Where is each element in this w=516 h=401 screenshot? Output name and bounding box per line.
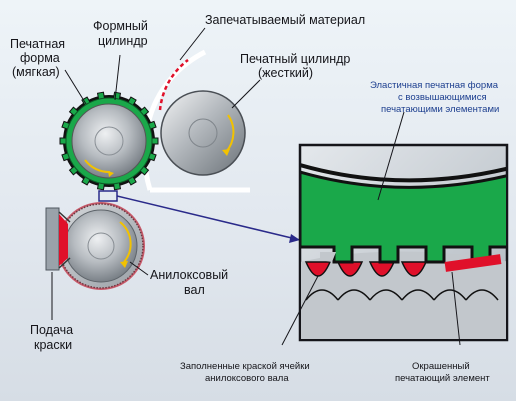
impression-cylinder bbox=[160, 90, 246, 176]
label-material: Запечатываемый материал bbox=[205, 13, 365, 27]
plate-tooth bbox=[59, 137, 67, 145]
anilox-roll bbox=[57, 202, 145, 290]
plate-tooth bbox=[151, 137, 159, 145]
label-elastic-form-2: с возвышающимися bbox=[398, 92, 487, 103]
label-ink-supply-2: краски bbox=[34, 338, 72, 352]
label-anilox-1: Анилоксовый bbox=[150, 268, 228, 282]
label-elastic-form-3: печатающими элементами bbox=[381, 104, 499, 115]
anilox-cell bbox=[304, 261, 332, 277]
label-soft-form-2: форма bbox=[20, 51, 60, 65]
label-plate-cylinder-2: цилиндр bbox=[98, 34, 148, 48]
label-impression-cylinder-2: (жесткий) bbox=[258, 66, 313, 80]
label-soft-form-3: (мягкая) bbox=[12, 65, 60, 79]
anilox-ridge bbox=[401, 289, 435, 301]
anilox-cell bbox=[336, 261, 364, 277]
anilox-ridge bbox=[465, 289, 499, 301]
label-filled-cells-2: анилоксового вала bbox=[205, 373, 289, 384]
anilox-ridge bbox=[337, 289, 371, 301]
label-filled-cells-1: Заполненные краской ячейки bbox=[180, 361, 310, 372]
anilox-ridge bbox=[433, 289, 467, 301]
plate-cylinder bbox=[59, 91, 159, 191]
anilox-ridge bbox=[369, 289, 403, 301]
label-inked-element-1: Окрашенный bbox=[412, 361, 470, 372]
zoom-callout-line bbox=[116, 195, 301, 241]
label-inked-element-2: печатающий элемент bbox=[395, 373, 490, 384]
zoom-marker bbox=[98, 190, 118, 202]
ink-supply-chamber bbox=[45, 207, 71, 271]
label-elastic-form-1: Эластичная печатная форма bbox=[370, 80, 499, 91]
label-plate-cylinder-1: Формный bbox=[93, 19, 148, 33]
label-ink-supply-1: Подача bbox=[30, 323, 73, 337]
anilox-ridge bbox=[305, 289, 339, 301]
label-anilox-2: вал bbox=[184, 283, 205, 297]
label-impression-cylinder-1: Печатный цилиндр bbox=[240, 52, 350, 66]
zoom-inset bbox=[298, 143, 509, 342]
label-soft-form-1: Печатная bbox=[10, 37, 65, 51]
